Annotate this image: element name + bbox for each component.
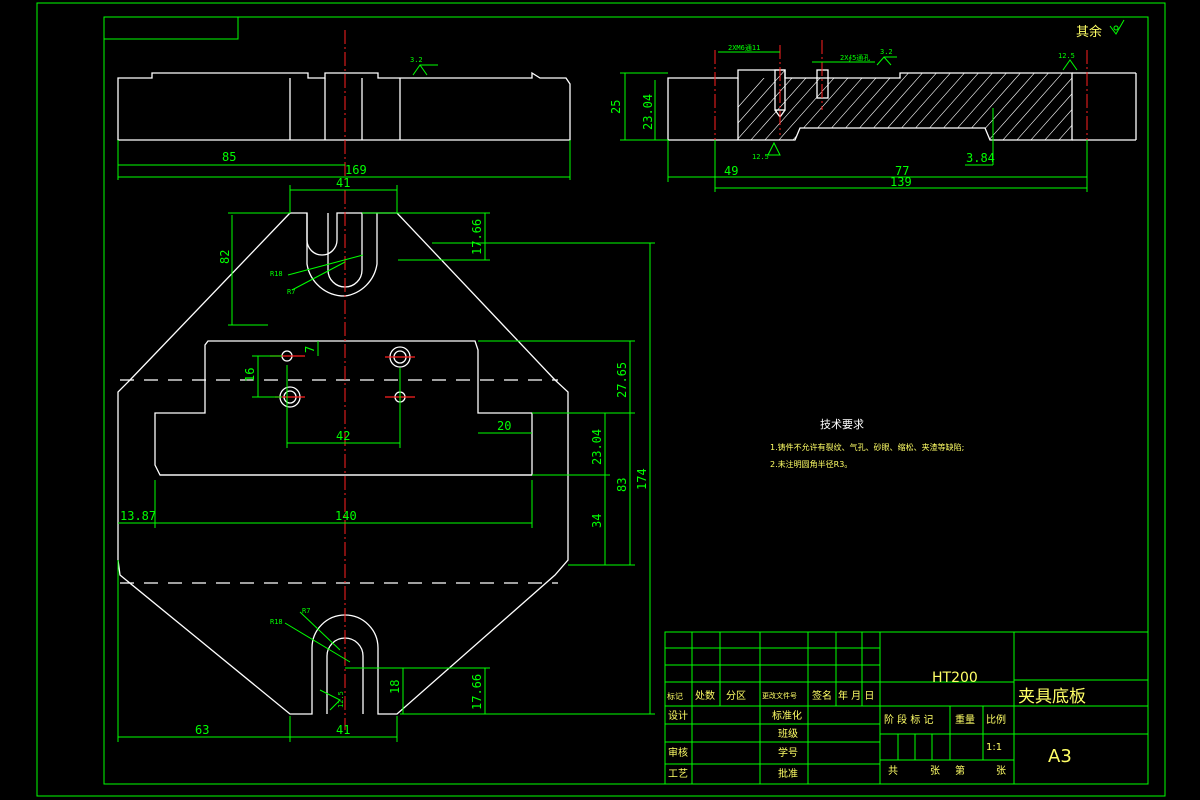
tb-standardize: 标准化 [772,709,802,722]
plan-view-dims [117,185,655,742]
dim-83: 83 [615,478,629,492]
tb-part-name: 夹具底板 [1018,687,1086,707]
dim-34: 34 [590,514,604,528]
hatch-line [993,70,1072,140]
outer-frame [36,2,1166,797]
radius-r7-bottom: R7 [302,607,310,615]
tb-approve: 批准 [778,767,798,780]
plan-view [117,190,569,730]
tb-header-date: 年 月 日 [838,689,874,702]
tb-student-no: 学号 [778,746,798,759]
dim-140: 140 [335,509,357,523]
tb-header-change-doc: 更改文件号 [762,691,797,700]
hatch-line [1007,70,1072,140]
hole-note: 2X∮5通孔 [840,53,870,62]
dim-77: 77 [895,164,909,178]
dim-63: 63 [195,723,209,737]
dim-85: 85 [222,150,236,164]
tb-header-zone: 分区 [726,690,746,702]
dim-13-87: 13.87 [120,509,156,523]
tech-item-1: 1.铸件不允许有裂纹、气孔、砂眼、缩松、夹渣等缺陷; [770,442,964,452]
dim-49: 49 [724,164,738,178]
roughness-3-2-a: 3.2 [410,56,423,64]
hatch-line [1049,70,1072,140]
front-view [117,30,571,180]
dim-139: 139 [890,175,912,189]
hatch-line [738,70,795,140]
tb-stage-mark: 阶 段 标 记 [884,713,934,726]
tech-item-2: 2.未注明圆角半径R3。 [770,459,852,469]
tb-sheet-nth: 第 [955,764,965,777]
dim-23-04-plan: 23.04 [590,429,604,465]
code-box [103,16,239,40]
dim-17-66-top: 17.66 [470,219,484,255]
tb-total: 共 [888,765,898,777]
tb-sheet-unit-1: 张 [930,765,940,777]
roughness-3-2-b: 3.2 [880,48,893,56]
hatch-line [1035,70,1072,140]
title-block [664,631,1149,785]
tb-design: 设计 [668,709,688,722]
roughness-12-5-c: 12.5 [337,691,345,708]
dim-3-84: 3.84 [966,151,995,165]
tb-weight: 重量 [955,713,975,726]
dim-16: 16 [243,368,257,382]
hatch-line [1021,70,1072,140]
dim-25: 25 [609,100,623,114]
tb-header-count: 处数 [695,689,715,702]
front-view-dims [117,64,571,180]
radius-r18-bottom: R18 [270,618,283,626]
roughness-12-5-b: 12.5 [752,153,769,161]
tb-class: 班级 [778,728,798,740]
tb-ratio: 比例 [986,713,1006,726]
dim-41-top: 41 [336,176,350,190]
tb-process: 工艺 [668,768,688,780]
dim-27-65: 27.65 [615,362,629,398]
dim-82: 82 [218,250,232,264]
radius-r18-top: R18 [270,270,283,278]
tb-scale-value: 1:1 [986,742,1002,753]
roughness-12-5-a: 12.5 [1058,52,1075,60]
tech-heading: 技术要求 [820,418,864,431]
dim-17-66-bottom: 17.66 [470,674,484,710]
tb-sheet-unit-2: 张 [996,765,1006,777]
dim-20: 20 [497,419,511,433]
roughness-symbol-icon [1109,19,1125,35]
section-view [667,40,1137,185]
tb-sheet-size: A3 [1048,746,1072,767]
dim-7: 7 [303,346,317,353]
tb-header-sign: 签名 [812,689,832,702]
tb-header-mark: 标记 [667,691,683,701]
corner-note: 其余 [1076,24,1102,40]
tb-review: 审核 [668,746,688,759]
dim-23-04-side: 23.04 [641,94,655,130]
dim-18: 18 [388,680,402,694]
dim-41-bottom: 41 [336,723,350,737]
tb-material: HT200 [932,670,978,686]
radius-r7-top: R7 [287,288,295,296]
dim-42: 42 [336,429,350,443]
section-view-dims [620,51,1088,192]
inner-frame [103,16,1149,785]
dim-169: 169 [345,163,367,177]
thread-note: 2XM6通11 [728,43,760,52]
dim-174: 174 [635,468,649,490]
